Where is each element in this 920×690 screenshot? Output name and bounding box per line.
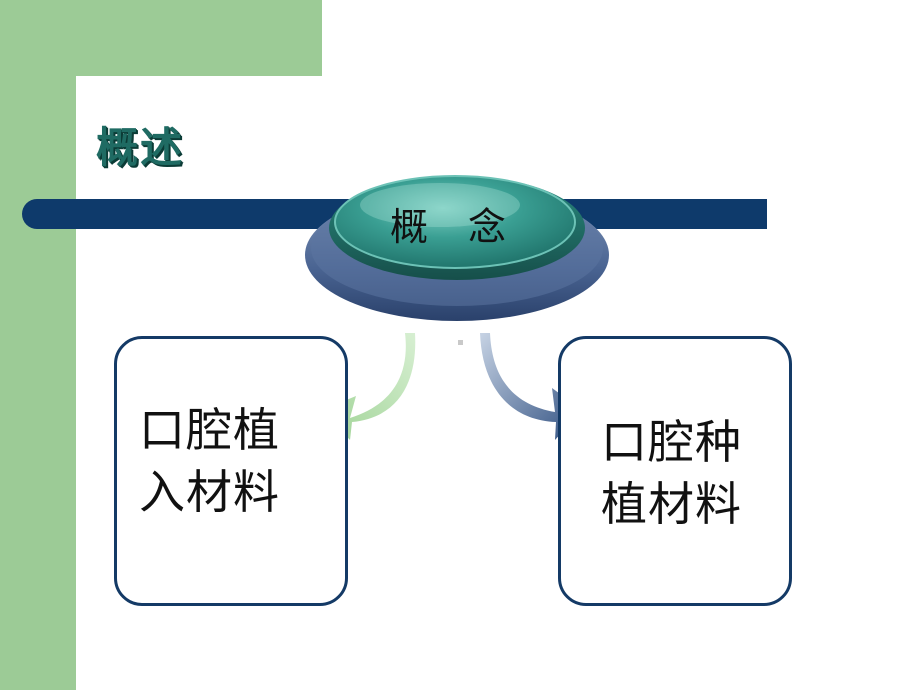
right-category-text: 口腔种 植材料	[601, 411, 742, 535]
right-line-1: 口腔种	[601, 415, 742, 469]
content-corner	[76, 76, 196, 196]
right-line-2: 植材料	[601, 477, 742, 531]
right-category-box: 口腔种 植材料	[558, 336, 792, 606]
left-green-band	[0, 0, 76, 690]
left-category-text: 口腔植 入材料	[139, 399, 280, 523]
concept-label: 概 念	[389, 205, 521, 249]
concept-cap	[334, 175, 576, 269]
left-category-box: 口腔植 入材料	[114, 336, 348, 606]
left-line-2: 入材料	[139, 465, 280, 519]
center-marker	[458, 340, 463, 345]
left-line-1: 口腔植	[139, 403, 280, 457]
section-title: 概述	[96, 123, 185, 172]
right-arrow-icon	[480, 333, 582, 440]
